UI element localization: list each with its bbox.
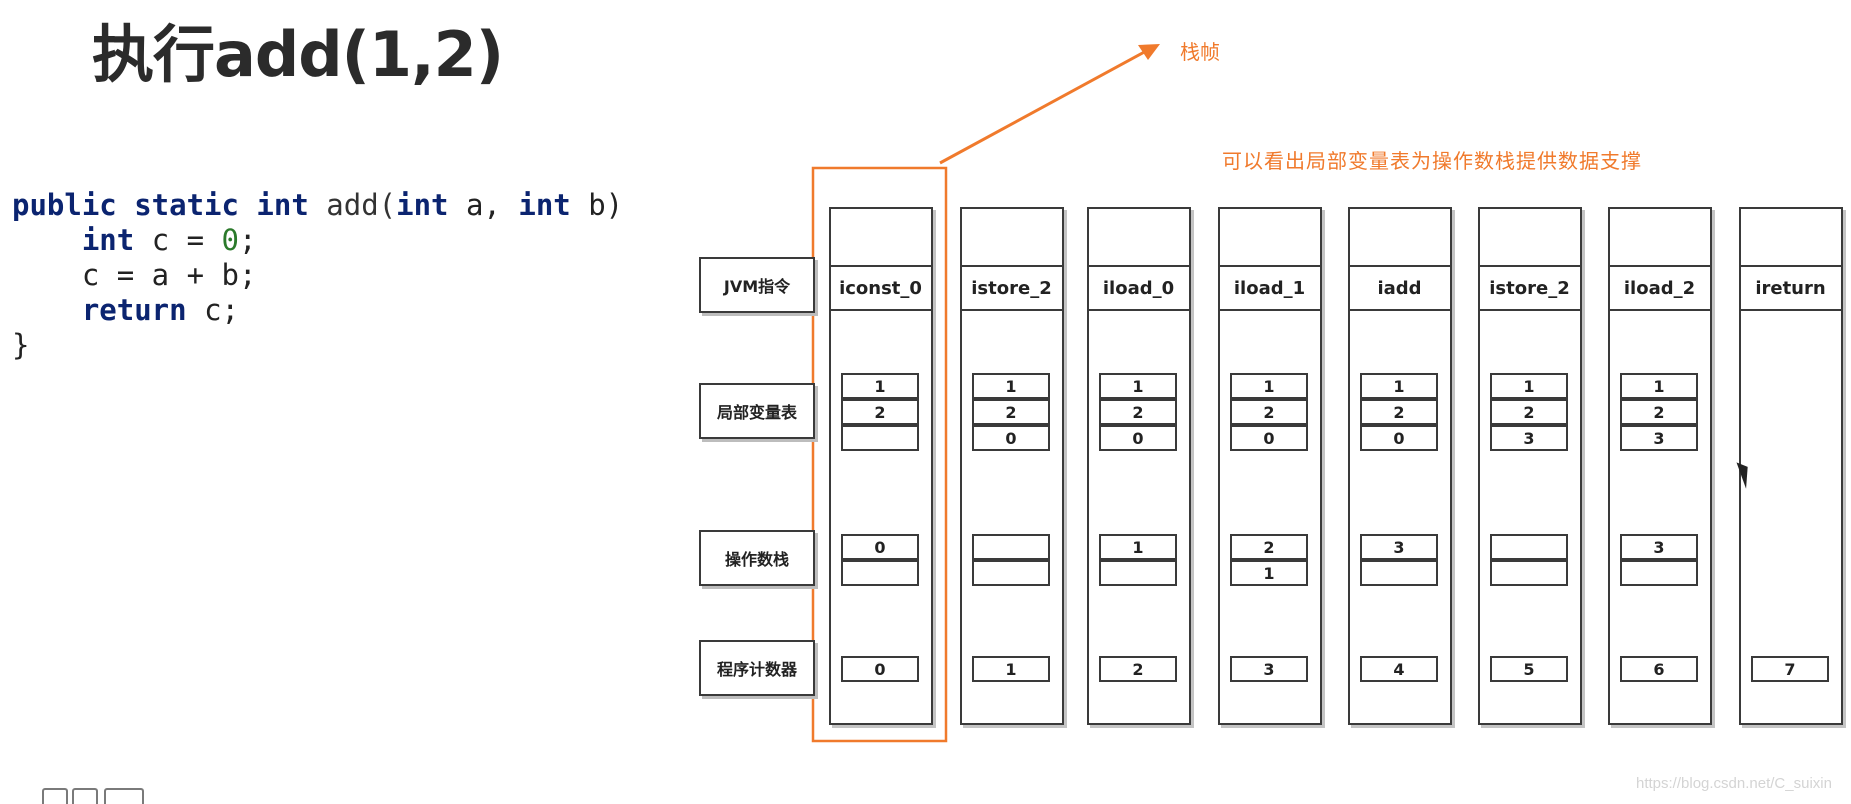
local-variable-cell: 2 [1230, 399, 1308, 425]
watermark: https://blog.csdn.net/C_suixin [1636, 775, 1832, 792]
local-variable-cell: 2 [1099, 399, 1177, 425]
pen-icon[interactable] [42, 788, 68, 804]
local-variable-cell: 0 [1360, 425, 1438, 451]
local-variable-cell: 2 [841, 399, 919, 425]
program-counter-cell: 7 [1751, 656, 1829, 682]
code-line: c = a + b; [12, 258, 623, 293]
code-token: 0 [221, 223, 239, 257]
operand-stack-cell: 3 [1360, 534, 1438, 560]
slide-icon[interactable] [72, 788, 98, 804]
local-variable-cell: 1 [972, 373, 1050, 399]
next-arrow-icon[interactable] [104, 788, 144, 804]
instruction-cell: istore_2 [1477, 265, 1582, 311]
operand-stack-cell [1490, 560, 1568, 586]
local-variable-cell: 1 [1230, 373, 1308, 399]
stack-frame-label: 栈帧 [1180, 40, 1220, 64]
code-token: c = [151, 223, 222, 257]
code-line: return c; [12, 293, 623, 328]
code-block: public static int add(int a, int b) int … [12, 188, 623, 363]
code-line: int c = 0; [12, 223, 623, 258]
local-variable-cell: 0 [1230, 425, 1308, 451]
row-label-operand-stack: 操作数栈 [699, 530, 815, 586]
row-label-program-counter: 程序计数器 [699, 640, 815, 696]
code-token: int [81, 223, 152, 257]
instruction-cell: istore_2 [959, 265, 1064, 311]
local-variable-cell: 1 [1360, 373, 1438, 399]
operand-stack-cell: 3 [1620, 534, 1698, 560]
frame-arrow-head [1138, 44, 1160, 60]
annotation-text: 可以看出局部变量表为操作数栈提供数据支撑 [1222, 149, 1642, 173]
frame-arrow-line [939, 48, 1149, 165]
operand-stack-cell [1490, 534, 1568, 560]
program-counter-cell: 3 [1230, 656, 1308, 682]
local-variable-cell: 2 [972, 399, 1050, 425]
stack-frame-highlight [811, 166, 948, 743]
local-variable-cell: 2 [1490, 399, 1568, 425]
code-line: public static int add(int a, int b) [12, 188, 623, 223]
operand-stack-cell: 1 [1230, 560, 1308, 586]
operand-stack-cell: 0 [841, 534, 919, 560]
instruction-cell: iadd [1347, 265, 1452, 311]
program-counter-cell: 2 [1099, 656, 1177, 682]
program-counter-cell: 1 [972, 656, 1050, 682]
program-counter-cell: 5 [1490, 656, 1568, 682]
operand-stack-cell [1620, 560, 1698, 586]
code-token: int [396, 188, 466, 222]
step-column: ireturn 7 [1738, 207, 1843, 725]
row-label-local-variables: 局部变量表 [699, 383, 815, 439]
program-counter-cell: 0 [841, 656, 919, 682]
code-line: } [12, 328, 623, 363]
instruction-cell: iload_2 [1607, 265, 1712, 311]
code-token: add( [326, 188, 397, 222]
operand-stack-cell [841, 560, 919, 586]
slide-toolbar [0, 788, 170, 804]
local-variable-cell: 1 [841, 373, 919, 399]
row-label-jvm-instruction: JVM指令 [699, 257, 815, 313]
operand-stack-cell [1360, 560, 1438, 586]
local-variable-cell: 2 [1360, 399, 1438, 425]
local-variable-cell [841, 425, 919, 451]
operand-stack-cell: 1 [1099, 534, 1177, 560]
instruction-cell: iconst_0 [828, 265, 933, 311]
operand-stack-cell: 2 [1230, 534, 1308, 560]
program-counter-cell: 6 [1620, 656, 1698, 682]
local-variable-cell: 1 [1620, 373, 1698, 399]
code-token: a, [465, 188, 519, 222]
instruction-cell: iload_1 [1217, 265, 1322, 311]
code-token: b) [588, 188, 624, 222]
local-variable-cell: 0 [1099, 425, 1177, 451]
code-token: public static int [12, 188, 327, 222]
local-variable-cell: 0 [972, 425, 1050, 451]
instruction-cell: ireturn [1738, 265, 1843, 311]
instruction-cell: iload_0 [1086, 265, 1191, 311]
code-token: return [81, 293, 205, 327]
local-variable-cell: 1 [1099, 373, 1177, 399]
operand-stack-cell [972, 534, 1050, 560]
local-variable-cell: 3 [1490, 425, 1568, 451]
code-token: c; [204, 293, 239, 327]
code-token: c = a + b; [12, 258, 257, 292]
code-token: } [12, 328, 30, 362]
slide-title: 执行add(1,2) [92, 18, 504, 91]
code-token: int [518, 188, 589, 222]
code-token: ; [239, 223, 257, 257]
local-variable-cell: 1 [1490, 373, 1568, 399]
operand-stack-cell [1099, 560, 1177, 586]
local-variable-cell: 2 [1620, 399, 1698, 425]
program-counter-cell: 4 [1360, 656, 1438, 682]
local-variable-cell: 3 [1620, 425, 1698, 451]
operand-stack-cell [972, 560, 1050, 586]
